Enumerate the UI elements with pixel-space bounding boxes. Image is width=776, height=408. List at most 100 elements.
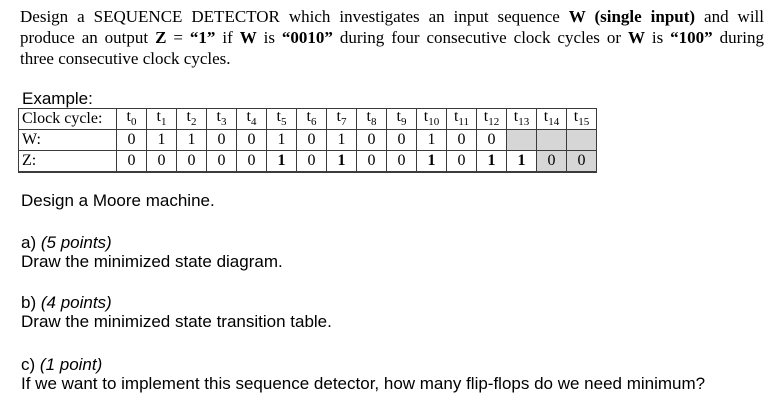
problem-text: and will (695, 7, 764, 26)
clock-tick-subscript: 0 (130, 116, 137, 129)
table-cell (566, 129, 597, 151)
clock-tick-subscript: 8 (370, 116, 377, 129)
problem-text: Design a SEQUENCE DETECTOR which investi… (20, 7, 569, 26)
problem-statement: Design a SEQUENCE DETECTOR which investi… (20, 6, 764, 69)
clock-tick-subscript: 11 (458, 116, 470, 129)
clock-tick-subscript: 6 (310, 116, 317, 129)
table-cell: 1 (416, 150, 447, 173)
problem-text: if (215, 28, 240, 47)
clock-tick-cell: t15 (566, 108, 597, 130)
table-cell: 0 (236, 129, 267, 151)
clock-tick-subscript: 5 (280, 116, 287, 129)
problem-text: = (166, 28, 190, 47)
problem-text-bold: W (239, 28, 257, 47)
table-cell: 0 (566, 150, 597, 173)
part-a-points: (5 points) (40, 233, 112, 252)
clock-tick-cell: t9 (386, 108, 417, 130)
table-cell: 1 (476, 150, 507, 173)
part-a: a) (5 points) Draw the minimized state d… (21, 233, 283, 271)
clock-cycle-header-cell: Clock cycle: (18, 108, 117, 130)
table-cell: 0 (476, 129, 507, 151)
table-cell: 1 (326, 150, 357, 173)
table-cell: 0 (356, 129, 387, 151)
clock-tick-cell: t2 (176, 108, 207, 130)
table-cell: 0 (116, 129, 147, 151)
clock-tick-subscript: 14 (548, 116, 560, 129)
problem-text: is (256, 28, 282, 47)
problem-text: during four consecutive clock cycles or (332, 28, 628, 47)
problem-text-bold: Z (155, 28, 167, 47)
table-cell: 0 (296, 150, 327, 173)
part-c-task: If we want to implement this sequence de… (21, 374, 706, 393)
clock-tick-cell: t13 (506, 108, 537, 130)
table-cell: 0 (296, 129, 327, 151)
clock-tick-subscript: 2 (190, 116, 197, 129)
row-label-cell: W: (18, 129, 117, 151)
clock-tick-cell: t12 (476, 108, 507, 130)
part-c: c) (1 point) If we want to implement thi… (21, 355, 705, 393)
problem-text-bold: W (single input) (568, 7, 696, 26)
table-cell: 0 (386, 150, 417, 173)
part-a-heading: a) (5 points) (21, 233, 283, 252)
problem-line: three consecutive clock cycles. (20, 48, 764, 69)
table-cell: 1 (416, 129, 447, 151)
table-cell: 0 (116, 150, 147, 173)
table-cell (506, 129, 537, 151)
table-cell: 0 (356, 150, 387, 173)
clock-tick-subscript: 4 (250, 116, 257, 129)
table-cell (536, 129, 567, 151)
clock-tick-subscript: 3 (220, 116, 227, 129)
table-cell: 0 (176, 150, 207, 173)
part-b-task: Draw the minimized state transition tabl… (21, 312, 332, 331)
table-cell: 0 (536, 150, 567, 173)
table-cell: 1 (266, 129, 297, 151)
table-cell: 1 (266, 150, 297, 173)
table-cell: 0 (146, 150, 177, 173)
moore-machine-instruction: Design a Moore machine. (21, 191, 215, 210)
part-a-label: a) (21, 233, 37, 252)
clock-tick-subscript: 10 (428, 116, 440, 129)
clock-tick-cell: t5 (266, 108, 297, 130)
table-cell: 0 (446, 150, 477, 173)
table-cell: 0 (446, 129, 477, 151)
table-cell: 1 (506, 150, 537, 173)
clock-tick-cell: t10 (416, 108, 447, 130)
table-cell: 0 (236, 150, 267, 173)
clock-tick-subscript: 15 (578, 116, 590, 129)
problem-text-bold: “0010” (281, 28, 333, 47)
clock-tick-cell: t0 (116, 108, 147, 130)
clock-tick-cell: t6 (296, 108, 327, 130)
part-b-points: (4 points) (40, 293, 112, 312)
row-label-cell: Z: (18, 150, 117, 173)
problem-text: is (644, 28, 671, 47)
part-b-heading: b) (4 points) (21, 293, 332, 312)
problem-line: produce an output Z = “1” if W is “0010”… (20, 27, 764, 48)
problem-line: Design a SEQUENCE DETECTOR which investi… (20, 6, 764, 27)
clock-tick-subscript: 9 (400, 116, 407, 129)
problem-text-bold: “100” (670, 28, 713, 47)
part-b-label: b) (21, 293, 37, 312)
clock-tick-cell: t14 (536, 108, 567, 130)
problem-text-bold: “1” (189, 28, 216, 47)
clock-tick-cell: t11 (446, 108, 477, 130)
clock-tick-subscript: 1 (160, 116, 167, 129)
problem-text: three consecutive clock cycles. (20, 49, 231, 68)
part-c-label: c) (21, 355, 36, 374)
clock-tick-cell: t8 (356, 108, 387, 130)
clock-tick-subscript: 7 (340, 116, 347, 129)
example-label: Example: (22, 89, 93, 108)
clock-tick-cell: t4 (236, 108, 267, 130)
problem-text-bold: W (627, 28, 645, 47)
part-b: b) (4 points) Draw the minimized state t… (21, 293, 332, 331)
clock-tick-cell: t3 (206, 108, 237, 130)
table-cell: 0 (386, 129, 417, 151)
problem-text: produce an output (20, 28, 156, 47)
clock-tick-subscript: 13 (518, 116, 530, 129)
table-cell: 0 (206, 150, 237, 173)
clock-tick-cell: t7 (326, 108, 357, 130)
part-c-heading: c) (1 point) (21, 355, 705, 374)
